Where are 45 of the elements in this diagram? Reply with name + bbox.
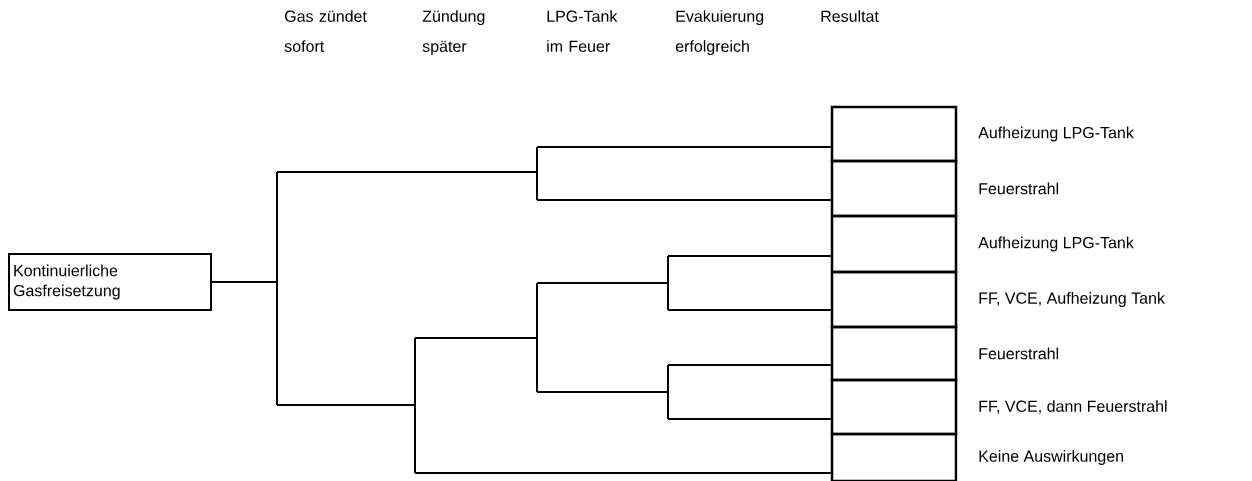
- branch-line: [276, 281, 278, 406]
- result-box: [830, 214, 958, 274]
- result-box: [830, 325, 958, 382]
- branch-line: [667, 255, 832, 257]
- column-heading: Gas zündet sofort: [284, 10, 367, 52]
- branch-line: [536, 282, 669, 284]
- result-box: [830, 432, 958, 481]
- result-label: FF, VCE, Aufheizung Tank: [979, 292, 1165, 307]
- branch-line: [667, 391, 669, 420]
- column-heading: LPG-Tank im Feuer: [547, 10, 618, 52]
- branch-line: [414, 337, 416, 406]
- branch-line: [414, 404, 416, 474]
- branch-line: [276, 171, 538, 173]
- column-heading: Evakuierung erfolgreich: [675, 10, 764, 56]
- branch-line: [667, 364, 832, 366]
- result-box: [830, 378, 958, 436]
- branch-line: [536, 199, 832, 201]
- result-label: Aufheizung LPG-Tank: [978, 126, 1134, 142]
- branch-line: [536, 146, 832, 148]
- branch-line: [536, 171, 538, 201]
- branch-line: [667, 364, 669, 393]
- branch-line: [536, 337, 538, 393]
- result-label: Aufheizung LPG-Tank: [978, 236, 1134, 252]
- result-box: [830, 159, 958, 218]
- branch-line: [667, 418, 832, 420]
- column-heading: Resultat: [821, 10, 879, 22]
- branch-line: [667, 309, 832, 311]
- branch-line: [276, 171, 278, 283]
- event-box: Kontinuierliche Gasfreisetzung: [8, 253, 212, 311]
- result-label: FF, VCE, dann Feuerstrahl: [979, 400, 1167, 414]
- branch-line: [536, 282, 538, 339]
- result-box: [830, 105, 958, 163]
- branch-line: [276, 404, 416, 406]
- branch-line: [536, 391, 669, 393]
- branch-line: [211, 281, 278, 283]
- column-heading: Zündung später: [422, 10, 485, 56]
- result-label: Feuerstrahl: [979, 347, 1059, 360]
- branch-line: [414, 472, 832, 474]
- result-box: [830, 270, 958, 329]
- branch-line: [536, 146, 538, 173]
- branch-line: [414, 337, 538, 339]
- branch-line: [667, 282, 669, 311]
- result-label: Keine Auswirkungen: [979, 450, 1123, 465]
- branch-line: [667, 255, 669, 284]
- result-label: Feuerstrahl: [979, 182, 1059, 195]
